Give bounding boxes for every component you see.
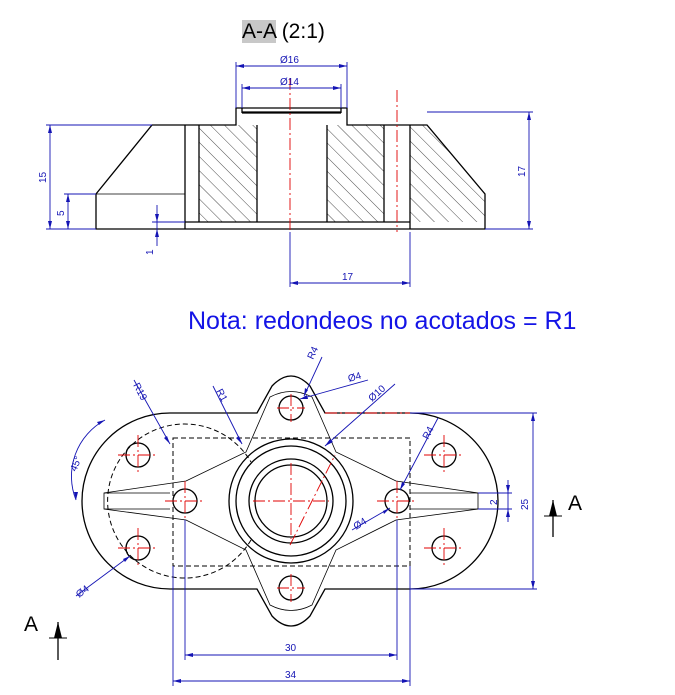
section-arrow-right xyxy=(544,500,562,537)
dim-top-h15: 15 xyxy=(38,171,49,183)
hatch-right-flange xyxy=(410,125,485,222)
dim-plan-r4-right: R4 xyxy=(421,425,437,442)
dim-plan-r4-top: R4 xyxy=(306,345,322,362)
dim-plan-2: 2 xyxy=(489,499,500,505)
dim-plan-30: 30 xyxy=(285,643,297,654)
hatch-left-wall xyxy=(199,125,257,222)
section-title-label: A-A xyxy=(242,20,276,43)
dim-plan-34: 34 xyxy=(285,670,297,681)
section-mark-right: A xyxy=(568,492,583,515)
dim-plan-d4-center: Ø4 xyxy=(352,516,370,533)
hidden-arc xyxy=(107,423,252,579)
dim-plan-r19: R19 xyxy=(130,381,149,403)
dim-top-h1: 1 xyxy=(145,249,156,255)
dim-top-h5: 5 xyxy=(56,210,67,216)
dim-plan-d4-top: Ø4 xyxy=(347,371,363,385)
hidden-rectangle xyxy=(172,437,411,567)
section-mark-left: A xyxy=(24,613,39,636)
section-arrow-left xyxy=(49,622,67,660)
dim-top-h17: 17 xyxy=(517,165,528,177)
hub-outer-circle xyxy=(228,438,354,564)
plan-inner-profile xyxy=(103,391,479,611)
section-title-scale: (2:1) xyxy=(275,20,325,43)
hatch-right-wall xyxy=(327,125,384,222)
dim-top-d14: Ø14 xyxy=(280,77,299,88)
dim-plan-r1: R1 xyxy=(213,387,229,404)
plan-view: R4 Ø4 Ø10 R19 R1 R4 Ø4 Ø4 45° xyxy=(69,345,537,686)
plan-centerlines xyxy=(118,394,464,602)
rounding-note: Nota: redondeos no acotados = R1 xyxy=(188,307,577,335)
dim-plan-45: 45° xyxy=(69,455,85,473)
section-view: Ø16 Ø14 15 5 1 17 xyxy=(38,55,533,287)
dim-top-w17: 17 xyxy=(342,272,354,283)
section-title: A-A (2:1) xyxy=(242,20,325,44)
dim-top-d16: Ø16 xyxy=(280,55,299,66)
dim-plan-d10: Ø10 xyxy=(367,383,389,404)
dim-plan-25: 25 xyxy=(520,498,531,510)
